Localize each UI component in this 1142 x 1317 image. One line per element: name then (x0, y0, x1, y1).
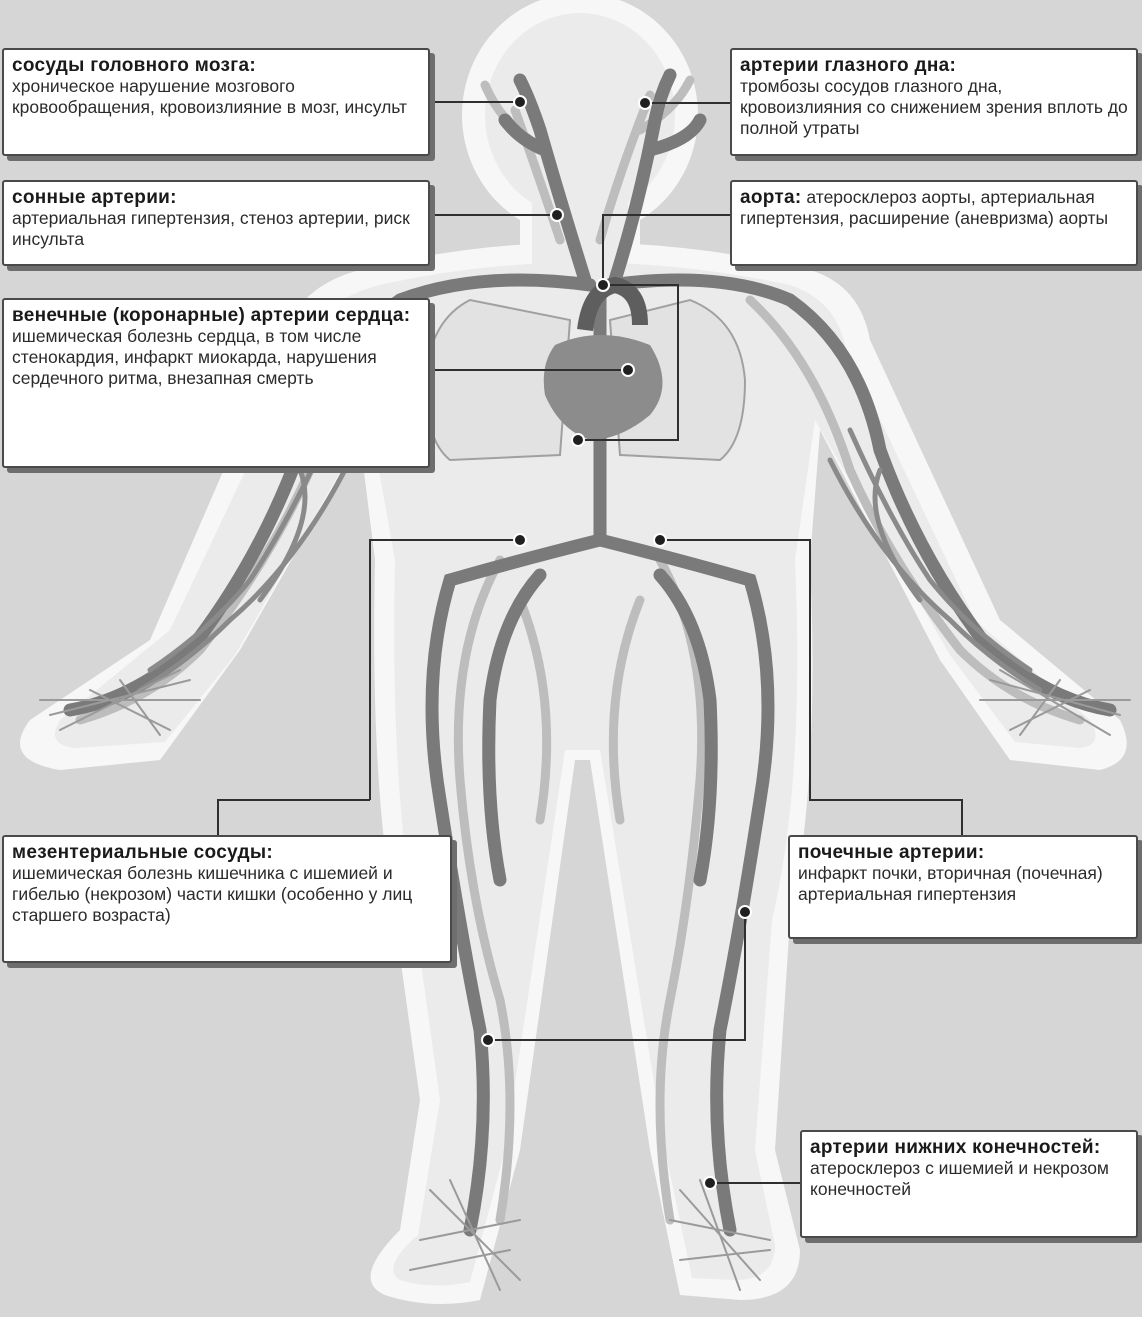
callout-mesenteric-vessels: мезентериальные сосуды: ишемическая боле… (2, 835, 452, 963)
callout-title: почечные артерии: (798, 842, 985, 863)
callout-title: венечные (коронарные) артерии сердца: (12, 305, 410, 326)
callout-coronary-arteries: венечные (коронарные) артерии сердца: иш… (2, 298, 430, 468)
callout-description: атеросклероз с ишемией и некрозом конечн… (810, 1158, 1128, 1200)
callout-description: тромбозы сосудов глазного дна, кровоизли… (740, 76, 1128, 139)
callout-aorta: аорта: атеросклероз аорты, артериальная … (730, 180, 1138, 266)
callout-description: хроническое нарушение мозгового кровообр… (12, 76, 420, 118)
callout-description: артериальная гипертензия, стеноз артерии… (12, 208, 420, 250)
callout-title: сонные артерии: (12, 187, 177, 208)
callout-carotid-arteries: сонные артерии: артериальная гипертензия… (2, 180, 430, 266)
callout-title: аорта: (740, 187, 802, 208)
callout-description: ишемическая болезнь кишечника с ишемией … (12, 863, 442, 926)
callout-eye-arteries: артерии глазного дна: тромбозы сосудов г… (730, 48, 1138, 156)
callout-title: мезентериальные сосуды: (12, 842, 273, 863)
callout-title: сосуды головного мозга: (12, 55, 256, 76)
heart-and-lungs (425, 285, 745, 460)
callout-lower-limb-arteries: артерии нижних конечностей: атеросклероз… (800, 1130, 1138, 1238)
callout-brain-vessels: сосуды головного мозга: хроническое нару… (2, 48, 430, 156)
callout-description: инфаркт почки, вторичная (почечная) арте… (798, 863, 1128, 905)
callout-description: ишемическая болезнь сердца, в том числе … (12, 326, 420, 389)
callout-title: артерии глазного дна: (740, 55, 956, 76)
callout-title: артерии нижних конечностей: (810, 1137, 1101, 1158)
callout-renal-arteries: почечные артерии: инфаркт почки, вторичн… (788, 835, 1138, 939)
